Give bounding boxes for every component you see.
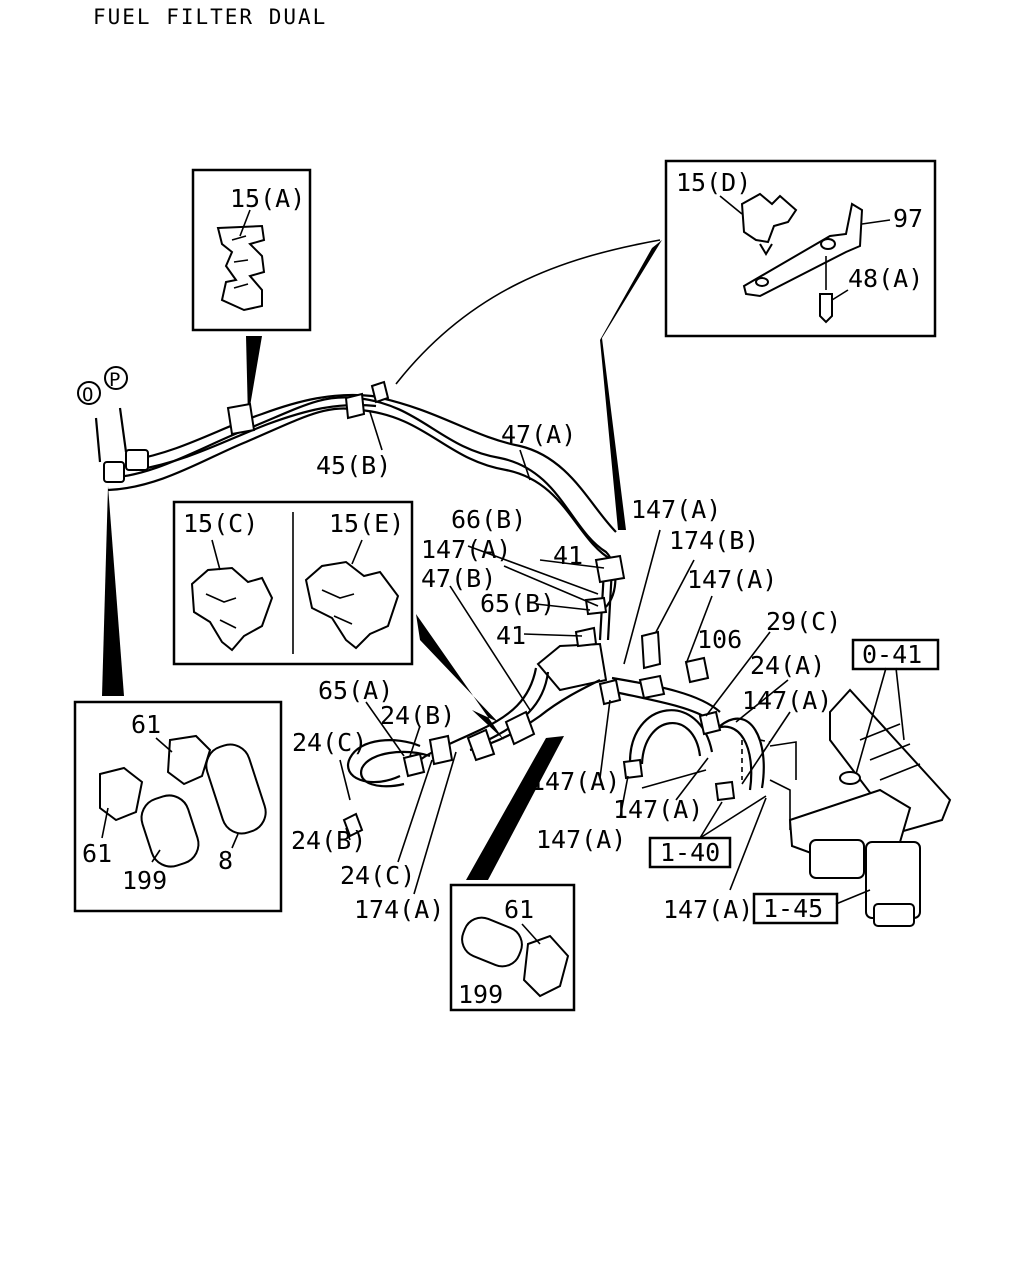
label-41-top: 41 bbox=[553, 541, 583, 570]
label-66b: 66(B) bbox=[451, 505, 526, 534]
label-147a-center: 147(A) bbox=[530, 767, 620, 796]
label-147a-bottom: 147(A) bbox=[663, 895, 753, 924]
label-15c: 15(C) bbox=[183, 509, 258, 538]
label-147a-top-left: 147(A) bbox=[421, 535, 511, 564]
connector-o-circle bbox=[77, 381, 101, 405]
label-24c-bottom: 24(C) bbox=[340, 861, 415, 890]
label-15a: 15(A) bbox=[230, 184, 305, 213]
label-41-mid: 41 bbox=[496, 621, 526, 650]
center-bracket bbox=[536, 554, 626, 692]
label-24b-bottom: 24(B) bbox=[291, 826, 366, 855]
fuel-filter-assembly bbox=[741, 688, 952, 927]
leader-curve-15d bbox=[395, 239, 661, 385]
label-199-left: 199 bbox=[122, 866, 167, 895]
label-61-top: 61 bbox=[131, 710, 161, 739]
label-65a: 65(A) bbox=[318, 676, 393, 705]
label-45b: 45(B) bbox=[316, 451, 391, 480]
label-106: 106 bbox=[697, 625, 742, 654]
label-61-bottom: 61 bbox=[504, 895, 534, 924]
label-174b: 174(B) bbox=[669, 526, 759, 555]
label-147a-top-right: 147(A) bbox=[631, 495, 721, 524]
label-48a: 48(A) bbox=[848, 264, 923, 293]
label-0-41: 0-41 bbox=[862, 640, 922, 669]
label-97: 97 bbox=[893, 204, 923, 233]
leader-wedge-15a bbox=[246, 336, 262, 418]
right-fuel-hoses bbox=[598, 630, 765, 802]
leader-wedge-hose bbox=[102, 486, 124, 696]
leader-lines bbox=[339, 411, 905, 905]
detail-box-15a bbox=[191, 168, 312, 332]
label-199-bottom: 199 bbox=[458, 980, 503, 1009]
label-147a-lower: 147(A) bbox=[536, 825, 626, 854]
label-147a-mid: 147(A) bbox=[687, 565, 777, 594]
left-connectors bbox=[103, 380, 390, 483]
label-174a: 174(A) bbox=[354, 895, 444, 924]
detail-box-15c-15e bbox=[172, 500, 414, 666]
detail-box-15d bbox=[664, 159, 937, 338]
lower-fuel-lines bbox=[342, 667, 601, 838]
label-147a-right: 147(A) bbox=[742, 686, 832, 715]
label-o: O bbox=[82, 384, 93, 406]
label-1-45: 1-45 bbox=[763, 894, 823, 923]
label-47a: 47(A) bbox=[501, 420, 576, 449]
label-p: P bbox=[109, 369, 120, 391]
label-1-40: 1-40 bbox=[660, 838, 720, 867]
leader-wedge-sleeve bbox=[466, 736, 564, 880]
connector-p-circle bbox=[104, 366, 128, 390]
label-24c-top: 24(C) bbox=[292, 728, 367, 757]
diagram-title: FUEL FILTER DUAL bbox=[93, 5, 327, 29]
label-15e: 15(E) bbox=[329, 509, 404, 538]
label-8: 8 bbox=[218, 846, 233, 875]
leader-wedge-15ce bbox=[416, 614, 504, 740]
label-24a: 24(A) bbox=[750, 651, 825, 680]
label-29c: 29(C) bbox=[766, 607, 841, 636]
label-15d: 15(D) bbox=[676, 168, 751, 197]
label-65b: 65(B) bbox=[480, 589, 555, 618]
label-61-left: 61 bbox=[82, 839, 112, 868]
label-47b: 47(B) bbox=[421, 564, 496, 593]
ref-box-1-45 bbox=[752, 892, 839, 925]
label-24b-top: 24(B) bbox=[380, 701, 455, 730]
leader-wedge-15d bbox=[600, 240, 662, 530]
label-147a-center-right: 147(A) bbox=[613, 795, 703, 824]
ref-box-0-41 bbox=[851, 638, 940, 671]
detail-box-hose-set bbox=[73, 700, 283, 913]
detail-box-sleeve bbox=[449, 883, 576, 1012]
ref-box-1-40 bbox=[648, 836, 732, 869]
